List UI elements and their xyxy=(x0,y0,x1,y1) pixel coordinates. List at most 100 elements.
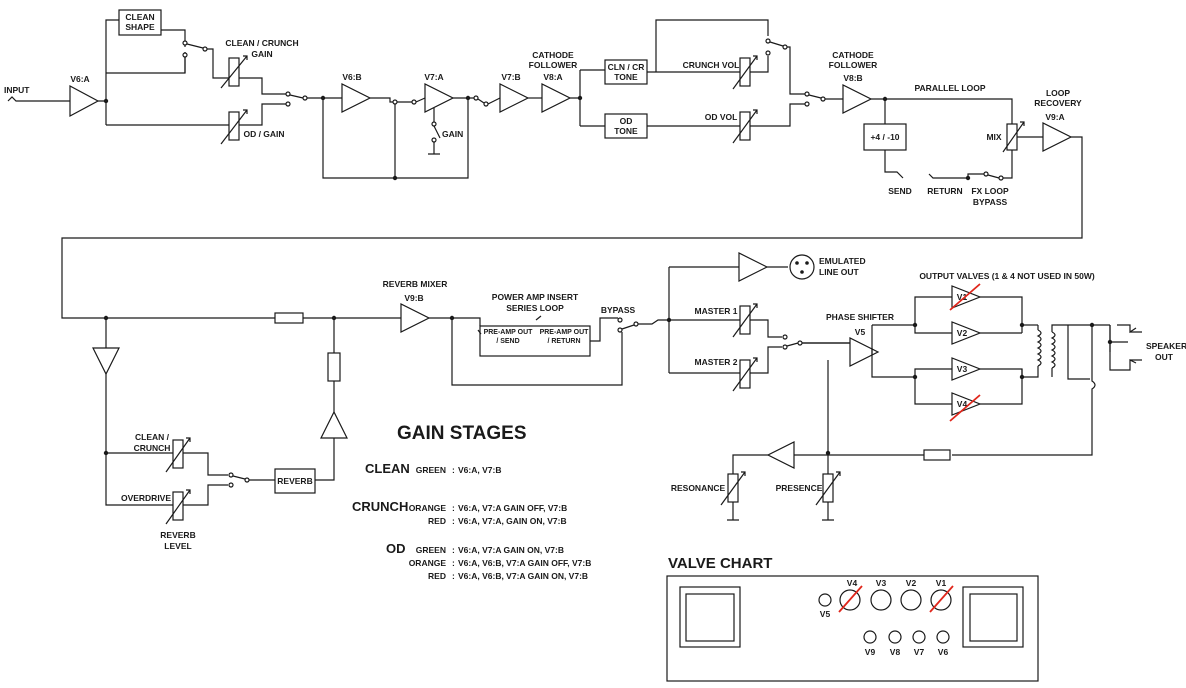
valve-v2 xyxy=(900,589,922,611)
svg-text:V7:B: V7:B xyxy=(501,72,520,82)
svg-text:PRE-AMP OUT: PRE-AMP OUT xyxy=(540,329,590,336)
svg-text:BYPASS: BYPASS xyxy=(973,197,1008,207)
valve-chart: VALVE CHART V4 V3 V2 V1 V5 V9 V8 V7 V6 xyxy=(666,555,1039,682)
master-pots: MASTER 1 MASTER 2 xyxy=(669,303,850,392)
group-clean: CLEAN xyxy=(365,461,410,476)
svg-text:SERIES LOOP: SERIES LOOP xyxy=(506,303,564,313)
svg-text:REVERB: REVERB xyxy=(277,476,312,486)
svg-text:CATHODE: CATHODE xyxy=(832,50,874,60)
svg-text:GREEN: GREEN xyxy=(416,545,446,555)
svg-text:FOLLOWER: FOLLOWER xyxy=(529,60,578,70)
valve-v2-label: V2 xyxy=(906,578,917,588)
v8a-amp xyxy=(541,83,572,113)
group-od: OD xyxy=(386,541,406,556)
v7a-section: V7:A GAIN xyxy=(415,72,501,155)
svg-text:/ SEND: / SEND xyxy=(496,338,519,345)
svg-text:MASTER 1: MASTER 1 xyxy=(695,306,738,316)
v6b-amp xyxy=(341,83,372,113)
svg-text:V6:A, V7:B: V6:A, V7:B xyxy=(458,465,501,475)
v5-amp xyxy=(849,337,880,367)
svg-text::: : xyxy=(452,465,455,475)
svg-text:GREEN: GREEN xyxy=(416,465,446,475)
svg-text:OD: OD xyxy=(620,116,633,126)
valve-v6-label: V6 xyxy=(938,647,949,657)
valve-chart-title: VALVE CHART xyxy=(668,555,772,572)
svg-text:CLN / CR: CLN / CR xyxy=(608,62,645,72)
svg-text:GAIN: GAIN xyxy=(251,49,272,59)
svg-text:V9:A: V9:A xyxy=(1045,112,1064,122)
gain-stages-title: GAIN STAGES xyxy=(397,423,527,444)
v8b-section: CATHODE FOLLOWER V8:B PARALLEL LOOP xyxy=(829,50,1013,124)
svg-text::: : xyxy=(452,558,455,568)
v7b-section: V7:B V8:A CATHODE FOLLOWER xyxy=(499,50,605,127)
svg-text:RESONANCE: RESONANCE xyxy=(671,483,726,493)
svg-text:REVERB: REVERB xyxy=(160,530,195,540)
svg-text:BYPASS: BYPASS xyxy=(601,305,636,315)
valve-v8 xyxy=(888,630,902,644)
group-crunch: CRUNCH xyxy=(352,499,408,514)
v7a-amp xyxy=(424,83,455,113)
svg-text:TONE: TONE xyxy=(614,72,638,82)
svg-text:V4: V4 xyxy=(957,399,968,409)
od-gain-pot: OD / GAIN xyxy=(106,103,286,145)
svg-text:V6:A, V7:A, GAIN ON, V7:B: V6:A, V7:A, GAIN ON, V7:B xyxy=(458,516,567,526)
svg-text:SHAPE: SHAPE xyxy=(125,22,155,32)
presence-resonance: RESONANCE PRESENCE xyxy=(671,441,951,521)
svg-text:V9:B: V9:B xyxy=(404,293,423,303)
clean-shape-switch xyxy=(182,40,225,79)
reverb-pots: CLEAN / CRUNCH OVERDRIVE REVERB LEVEL xyxy=(121,432,228,551)
reverb-mixer: REVERB MIXER V9:B xyxy=(274,279,623,386)
svg-text:RECOVERY: RECOVERY xyxy=(1034,98,1082,108)
reverb-send xyxy=(92,315,167,506)
svg-text:V3: V3 xyxy=(957,364,968,374)
svg-text:V8:B: V8:B xyxy=(843,73,862,83)
input-label: INPUT xyxy=(4,85,30,95)
valve-v4-label: V4 xyxy=(847,578,858,588)
tone-stack: CLN / CR TONE OD TONE xyxy=(604,19,769,139)
svg-text::: : xyxy=(452,516,455,526)
svg-text:PARALLEL LOOP: PARALLEL LOOP xyxy=(915,83,986,93)
svg-text:ORANGE: ORANGE xyxy=(409,558,447,568)
svg-text:/ RETURN: / RETURN xyxy=(547,338,580,345)
valve-v5 xyxy=(818,593,832,607)
fx-loop: +4 / -10 SEND MIX RETURN FX LOOP BYPASS xyxy=(863,121,1043,207)
od-vol-pot: OD VOL xyxy=(705,103,805,144)
svg-text:MASTER 2: MASTER 2 xyxy=(695,357,738,367)
svg-text:V5: V5 xyxy=(855,327,866,337)
svg-text:CLEAN: CLEAN xyxy=(125,12,154,22)
svg-text:OD / GAIN: OD / GAIN xyxy=(243,129,284,139)
valve-v5-label: V5 xyxy=(820,609,831,619)
svg-text:MIX: MIX xyxy=(986,132,1001,142)
svg-text::: : xyxy=(452,503,455,513)
v9a-section: LOOP RECOVERY V9:A xyxy=(61,88,1083,319)
svg-text:LOOP: LOOP xyxy=(1046,88,1070,98)
svg-text:PRESENCE: PRESENCE xyxy=(776,483,823,493)
svg-text:V6:A, V7:A GAIN ON, V7:B: V6:A, V7:A GAIN ON, V7:B xyxy=(458,545,564,555)
valve-v7 xyxy=(912,630,926,644)
reverb-driver-amp xyxy=(92,347,120,376)
svg-text:OUTPUT VALVES (1 & 4 NOT USED: OUTPUT VALVES (1 & 4 NOT USED IN 50W) xyxy=(919,271,1095,281)
emulated-line-out: EMULATED LINE OUT xyxy=(668,252,866,373)
channel-switches xyxy=(765,38,843,107)
svg-text:SPEAKER: SPEAKER xyxy=(1146,341,1186,351)
crunch-vol-pot: CRUNCH VOL xyxy=(683,55,769,90)
gain-stages-table: GAIN STAGES CLEAN GREEN : V6:A, V7:B CRU… xyxy=(352,423,591,581)
svg-text:CRUNCH VOL: CRUNCH VOL xyxy=(683,60,740,70)
svg-text:CATHODE: CATHODE xyxy=(532,50,574,60)
svg-text:LINE OUT: LINE OUT xyxy=(819,267,859,277)
svg-text:V6:A, V7:A GAIN OFF, V7:B: V6:A, V7:A GAIN OFF, V7:B xyxy=(458,503,567,513)
svg-text:OD VOL: OD VOL xyxy=(705,112,738,122)
svg-text:V8:A: V8:A xyxy=(543,72,562,82)
svg-text:GAIN: GAIN xyxy=(442,129,463,139)
output-valves: OUTPUT VALVES (1 & 4 NOT USED IN 50W) V1… xyxy=(872,271,1095,422)
svg-text::: : xyxy=(452,545,455,555)
v7b-amp xyxy=(499,83,530,113)
svg-text:RED: RED xyxy=(428,571,446,581)
clean-shape-box: CLEAN SHAPE xyxy=(118,9,162,36)
svg-text:CRUNCH: CRUNCH xyxy=(134,443,171,453)
v6a-amp xyxy=(69,84,100,118)
svg-text:V6:A, V6:B, V7:A GAIN OFF, V7:: V6:A, V6:B, V7:A GAIN OFF, V7:B xyxy=(458,558,591,568)
svg-text:SEND: SEND xyxy=(888,186,912,196)
nfb-amp xyxy=(766,441,795,469)
